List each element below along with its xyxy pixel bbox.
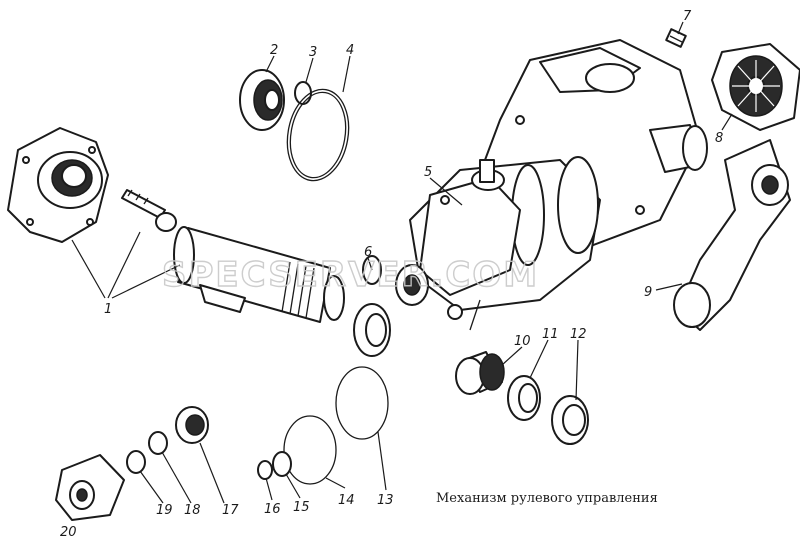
part-15-ring [272,451,292,477]
part-19-nut [126,450,146,474]
steering-gear-body [395,39,708,331]
label-4: 4 [346,43,354,58]
label-6: 6 [364,245,372,260]
label-15: 15 [293,500,310,515]
label-9: 9 [644,285,652,300]
part-12-seal [551,395,589,445]
part-20-cap [55,454,125,521]
label-12: 12 [570,327,587,342]
label-3: 3 [309,45,317,60]
part-2-bearing [239,69,285,131]
label-5: 5 [424,165,432,180]
label-20: 20 [60,525,77,540]
label-14: 14 [338,493,355,508]
label-17: 17 [222,503,239,518]
part-3-ring [294,81,312,105]
callout-numbers: 1 2 3 4 5 6 7 8 9 10 11 12 13 14 15 16 1… [60,9,723,540]
label-16: 16 [264,502,281,517]
part-1-flange-housing [7,127,109,243]
part-17-bearing [175,406,209,444]
label-8: 8 [715,131,723,146]
label-7: 7 [683,9,692,24]
leader-lines [71,21,733,504]
part-13-o-ring [335,366,389,440]
part-1-bolt [121,189,177,232]
label-13: 13 [377,493,394,508]
label-2: 2 [270,43,278,58]
part-18-washer [148,431,168,455]
diagram-caption: Механизм рулевого управления [436,491,658,506]
watermark-text: SPECSERVER.COM [162,255,539,295]
part-1-shaft [173,226,345,323]
part-16-nut [257,460,273,480]
label-19: 19 [156,503,173,518]
shaft-seal [353,303,391,357]
label-1: 1 [104,302,112,317]
part-10-bushing [455,351,505,395]
part-11-ring [507,375,541,421]
part-14-o-ring [283,415,337,485]
part-9-pitman-arm [673,139,791,331]
label-18: 18 [184,503,201,518]
part-4-o-ring [286,88,350,182]
label-10: 10 [514,334,531,349]
label-11: 11 [542,327,559,342]
part-7-plug [665,28,687,48]
part-8-cover [711,43,800,131]
